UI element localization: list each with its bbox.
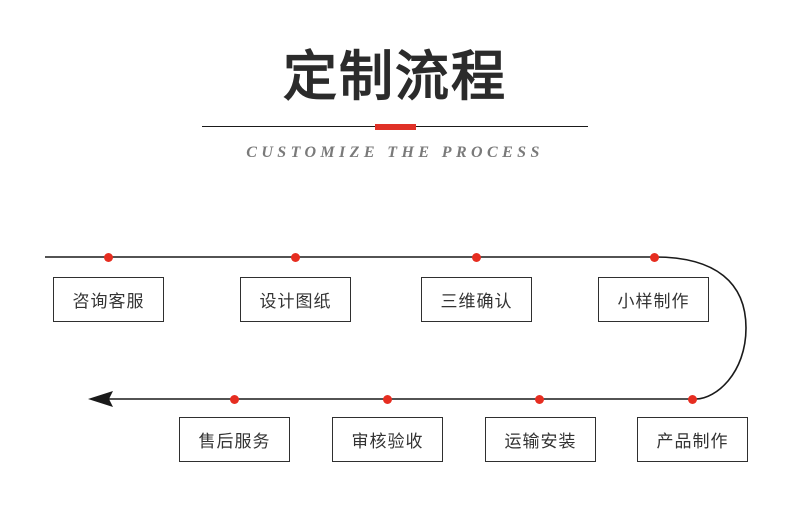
title-divider bbox=[202, 124, 588, 130]
flow-node-consult-service[interactable]: 咨询客服 bbox=[53, 277, 164, 322]
flow-dot-top-3 bbox=[472, 253, 481, 262]
flow-dot-bottom-3 bbox=[383, 395, 392, 404]
flow-dot-bottom-4 bbox=[230, 395, 239, 404]
flow-curve-right bbox=[654, 256, 747, 400]
flow-dot-top-2 bbox=[291, 253, 300, 262]
page-title: 定制流程 bbox=[283, 45, 507, 108]
flow-node-after-sales-service[interactable]: 售后服务 bbox=[179, 417, 290, 462]
flow-node-3d-confirm[interactable]: 三维确认 bbox=[421, 277, 532, 322]
flow-dot-bottom-1 bbox=[688, 395, 697, 404]
flow-node-review-acceptance[interactable]: 审核验收 bbox=[332, 417, 443, 462]
divider-accent-bar bbox=[375, 124, 416, 130]
flow-dot-top-1 bbox=[104, 253, 113, 262]
flow-dot-bottom-2 bbox=[535, 395, 544, 404]
flow-arrow-head bbox=[88, 391, 113, 407]
flow-dot-top-4 bbox=[650, 253, 659, 262]
flow-node-design-drawing[interactable]: 设计图纸 bbox=[240, 277, 351, 322]
page-subtitle: CUSTOMIZE THE PROCESS bbox=[246, 144, 544, 161]
flow-node-product-manufacture[interactable]: 产品制作 bbox=[637, 417, 748, 462]
flow-node-sample-production[interactable]: 小样制作 bbox=[598, 277, 709, 322]
page-header: 定制流程 CUSTOMIZE THE PROCESS bbox=[0, 0, 790, 200]
flow-node-transport-install[interactable]: 运输安装 bbox=[485, 417, 596, 462]
